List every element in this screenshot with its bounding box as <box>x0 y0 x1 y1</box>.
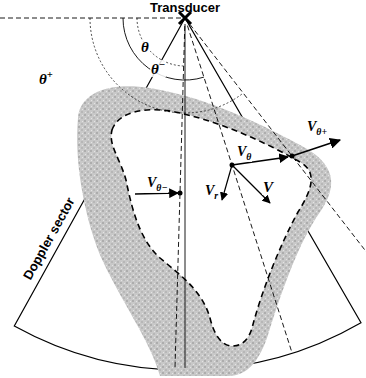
sector-label: Doppler sector <box>20 194 77 282</box>
angle-label: θ <box>140 40 150 55</box>
reference-line <box>0 18 185 19</box>
velocity-label: Vθ− <box>146 176 168 193</box>
ray-line <box>185 24 186 368</box>
lv-cavity <box>111 110 311 346</box>
velocity-label: Vθ <box>236 145 252 162</box>
angle-arc <box>90 18 243 113</box>
sample-point <box>178 191 183 196</box>
radial-velocity-arrow <box>222 165 232 200</box>
velocity-label: Vr <box>204 184 219 201</box>
ray-line <box>175 26 185 370</box>
device-label: Transducer <box>150 1 220 14</box>
sample-point <box>230 163 235 168</box>
ray-line <box>190 24 366 296</box>
sample-point <box>290 154 295 159</box>
velocity-label: Vθ+ <box>306 120 328 137</box>
ray-line <box>187 26 292 354</box>
velocity-label: V⃗ <box>262 180 286 195</box>
myocardium <box>77 86 331 376</box>
angle-label: θ+ <box>38 70 54 87</box>
velocity-arrow <box>292 140 340 156</box>
angle-arc <box>123 18 204 80</box>
angle-label: θ− <box>150 60 166 77</box>
construction-lines <box>90 18 366 370</box>
angle-arc <box>137 18 184 66</box>
velocity-arrow <box>135 193 178 194</box>
